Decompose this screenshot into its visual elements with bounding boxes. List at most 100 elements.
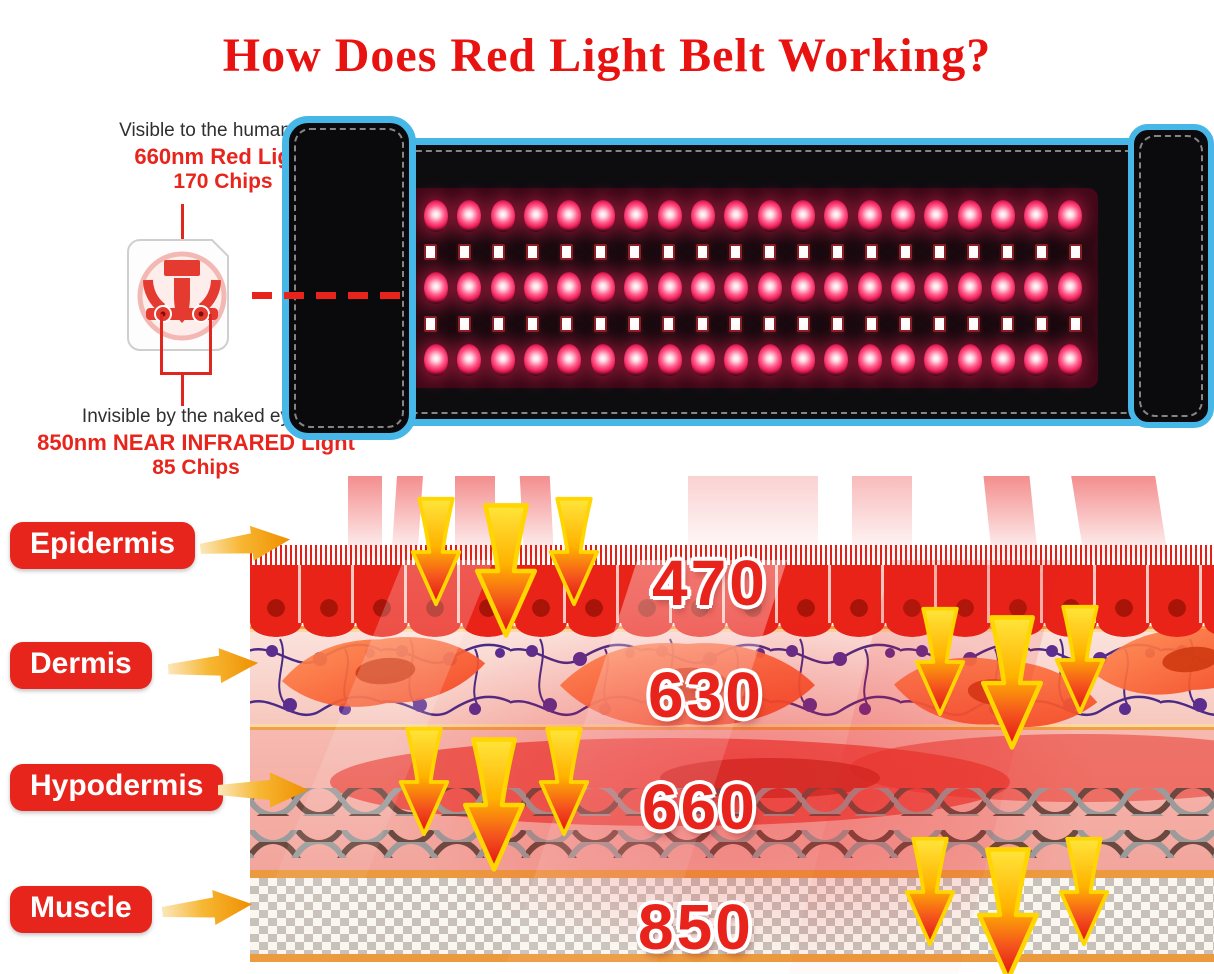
led-dim xyxy=(627,244,641,260)
led-dim xyxy=(933,316,947,332)
led-dim xyxy=(831,316,845,332)
belt-end-wrap xyxy=(1128,124,1214,428)
led-bright xyxy=(1024,200,1049,232)
led-dim xyxy=(525,244,539,260)
led-dim xyxy=(1068,316,1082,332)
led-bright xyxy=(824,272,849,304)
light-penetration-arrow xyxy=(475,503,537,638)
label-epidermis: Epidermis xyxy=(10,522,196,569)
led-bright xyxy=(424,272,448,304)
led-bright xyxy=(657,344,682,376)
led-dim xyxy=(457,316,471,332)
led-bright xyxy=(524,272,549,304)
led-dim xyxy=(933,244,947,260)
led-dim xyxy=(729,244,743,260)
connector-line-top xyxy=(181,204,184,242)
led-bright xyxy=(590,200,615,232)
annotation-infrared-chips: 85 Chips xyxy=(152,456,240,480)
led-dim xyxy=(865,316,879,332)
led-bright xyxy=(624,272,649,304)
led-bright xyxy=(690,272,715,304)
connector-bracket-bottom xyxy=(160,314,212,375)
led-row-bright xyxy=(408,344,1098,376)
led-dim xyxy=(763,316,777,332)
wavelength-850: 850 xyxy=(638,891,754,963)
wavelength-630: 630 xyxy=(648,659,764,731)
epidermis-scallop-edge xyxy=(250,623,1214,637)
led-bright xyxy=(424,200,448,232)
led-panel xyxy=(408,188,1098,388)
led-dim xyxy=(1068,244,1082,260)
led-bright xyxy=(490,200,515,232)
led-dim xyxy=(593,244,607,260)
led-dim xyxy=(797,244,811,260)
led-bright xyxy=(924,200,949,232)
annotation-visible-caption: Visible to the human eye xyxy=(119,120,327,141)
belt-strap-flap xyxy=(282,116,416,440)
led-dim xyxy=(797,316,811,332)
led-bright xyxy=(624,344,649,376)
led-bright xyxy=(1024,272,1049,304)
led-bright xyxy=(724,344,749,376)
led-dim xyxy=(661,244,675,260)
led-dim xyxy=(661,316,675,332)
dermis-art xyxy=(250,629,1214,727)
led-bright xyxy=(857,200,882,232)
led-bright xyxy=(724,200,749,232)
muscle-fascia-band xyxy=(250,870,1214,878)
led-dim xyxy=(967,244,980,260)
led-bright xyxy=(957,200,982,232)
led-dim xyxy=(763,244,777,260)
led-bright xyxy=(891,272,916,304)
led-bright xyxy=(991,344,1016,376)
led-dim xyxy=(729,316,743,332)
led-bright xyxy=(590,272,615,304)
layer-muscle xyxy=(250,870,1214,974)
light-penetration-arrow xyxy=(914,606,966,717)
led-bright xyxy=(657,272,682,304)
light-penetration-arrow xyxy=(410,496,462,607)
led-dim xyxy=(899,244,913,260)
led-dim xyxy=(424,316,437,332)
layer-epidermis xyxy=(250,565,1214,623)
led-bright xyxy=(490,272,515,304)
led-dim xyxy=(899,316,913,332)
led-row-dim xyxy=(408,244,1098,260)
led-bright xyxy=(557,344,582,376)
light-penetration-arrow xyxy=(1054,604,1106,715)
light-penetration-arrow xyxy=(904,836,956,947)
led-bright xyxy=(924,344,949,376)
led-bright xyxy=(891,344,916,376)
light-penetration-arrow xyxy=(1058,836,1110,947)
led-bright xyxy=(957,344,982,376)
led-bright xyxy=(524,344,549,376)
annotation-visible-chips: 170 Chips xyxy=(173,170,273,194)
layer-dermis xyxy=(250,626,1214,730)
label-hypodermis: Hypodermis xyxy=(10,764,224,811)
led-dim xyxy=(491,244,505,260)
connector-stem-bottom xyxy=(181,372,184,406)
led-dim xyxy=(695,316,709,332)
dermis-pointer-arrow xyxy=(166,645,260,687)
led-bright xyxy=(924,272,949,304)
light-penetration-arrow xyxy=(538,726,590,837)
led-bright xyxy=(1057,272,1082,304)
led-dim xyxy=(695,244,709,260)
led-dim xyxy=(559,316,573,332)
led-bright xyxy=(457,272,482,304)
led-dim xyxy=(865,244,879,260)
led-bright xyxy=(590,344,615,376)
wavelength-660: 660 xyxy=(642,771,758,843)
led-bright xyxy=(690,200,715,232)
led-dim xyxy=(1034,316,1048,332)
led-bright xyxy=(991,272,1016,304)
led-dim xyxy=(831,244,845,260)
led-bright xyxy=(557,200,582,232)
led-bright xyxy=(624,200,649,232)
muscle-pointer-arrow xyxy=(160,886,254,930)
led-bright xyxy=(790,272,815,304)
light-penetration-arrow xyxy=(463,737,525,872)
led-bright xyxy=(790,200,815,232)
led-row-bright xyxy=(408,200,1098,232)
light-penetration-arrow xyxy=(398,726,450,837)
